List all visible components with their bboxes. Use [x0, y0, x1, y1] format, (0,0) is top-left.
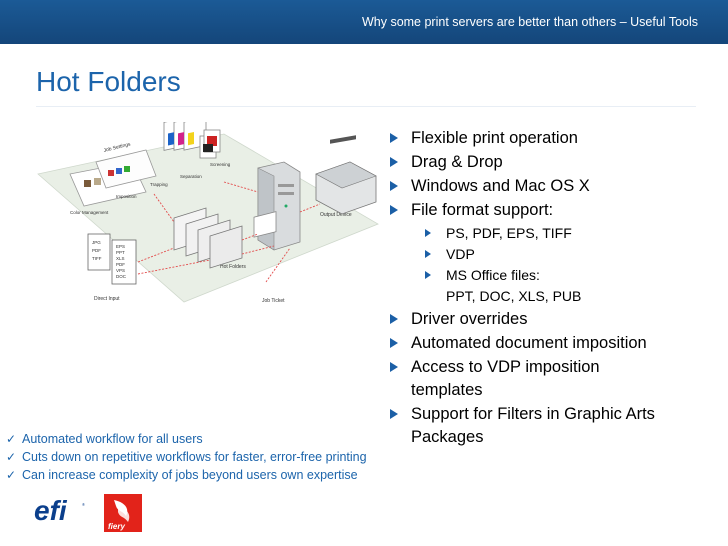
bullet-marker-icon [390, 133, 398, 143]
checkmark-icon: ✓ [6, 468, 17, 482]
flow-line [137, 247, 175, 263]
printer-top [315, 161, 377, 189]
header-bar: Why some print servers are better than o… [0, 0, 728, 44]
doc2-line: VPS [116, 268, 125, 273]
flow-line [299, 203, 321, 213]
slide-heading: Hot Folders [36, 66, 181, 97]
doc2-line: DOC [116, 274, 127, 279]
label-job-ticket: Job Ticket [262, 298, 285, 304]
thumb [116, 168, 122, 174]
sep-color [168, 132, 174, 146]
doc1-line: PDF [92, 248, 101, 253]
bullet-marker-icon [425, 229, 431, 237]
doc1-line: TIFF [92, 256, 102, 261]
bullet-marker-icon [425, 250, 431, 258]
server-slot [278, 192, 294, 195]
efi-logo: efi ® [34, 495, 85, 526]
thumb [124, 166, 130, 172]
server-front [257, 167, 275, 251]
thumb [108, 170, 114, 176]
printer-tray [330, 135, 356, 144]
doc2-line: XLS [116, 256, 125, 261]
doc2-line: PPT [116, 250, 125, 255]
screen-dot [207, 136, 217, 146]
efi-logo-text: efi [34, 495, 68, 526]
sep-color [178, 132, 184, 146]
job-ticket-sheet [253, 211, 277, 238]
bullet-marker-icon [425, 271, 431, 279]
doc2-line: PDF [116, 262, 125, 267]
flow-line [137, 259, 211, 275]
screen-dot [203, 144, 213, 152]
label-trapping: Trapping [150, 182, 168, 187]
folder [209, 225, 243, 269]
hot-folders-diagram: Job Settings Color Management Imposition… [37, 122, 379, 304]
server-slot [278, 184, 294, 187]
label-color-management: Color Management [70, 210, 109, 215]
label-screening: Screening [210, 162, 231, 167]
bullet-marker-icon [390, 338, 398, 348]
fiery-logo: fiery [104, 494, 142, 532]
checkmark-icon: ✓ [6, 450, 17, 464]
flow-line [241, 233, 259, 241]
thumb [84, 180, 91, 187]
checkmark-icon: ✓ [6, 432, 17, 446]
thumb [94, 178, 101, 185]
bullet-marker-icon [390, 314, 398, 324]
bullet-marker-icon [390, 362, 398, 372]
input-doc-2 [111, 239, 137, 285]
sep-color [188, 131, 194, 146]
fiery-logo-text: fiery [108, 522, 125, 531]
label-separation: Separation [180, 174, 202, 179]
bullet-marker-icon [390, 205, 398, 215]
bullet-marker-icon [390, 181, 398, 191]
flow-line [241, 245, 275, 255]
flow-line [223, 181, 259, 193]
flow-line [153, 193, 175, 223]
bullet-marker-icon [390, 409, 398, 419]
input-doc-1 [87, 233, 111, 271]
heading-divider [36, 106, 696, 107]
svg-text:®: ® [82, 502, 85, 507]
doc2-line: EPS [116, 244, 125, 249]
label-job-settings: Job Settings [103, 141, 132, 154]
header-title: Why some print servers are better than o… [361, 15, 698, 29]
flow-lines [137, 181, 321, 283]
server-led [284, 204, 288, 208]
label-imposition: Imposition [116, 194, 137, 199]
bullet-marker-icon [390, 157, 398, 167]
label-output-device: Output Device [320, 212, 352, 218]
doc1-line: JPG [92, 240, 101, 245]
label-direct-input: Direct Input [94, 296, 120, 302]
label-hot-folders: Hot Folders [220, 264, 246, 270]
